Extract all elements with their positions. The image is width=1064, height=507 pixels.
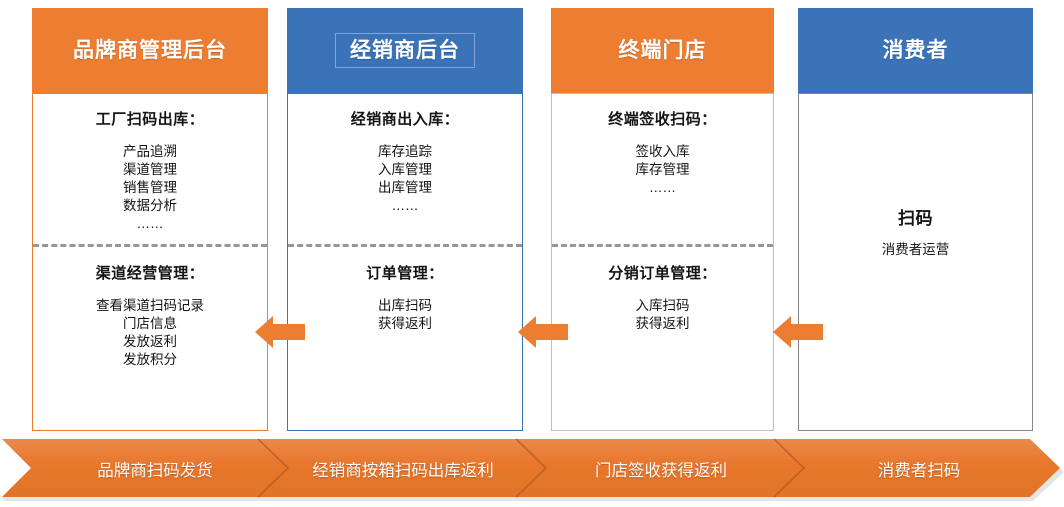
column-body-dealer-backend: 经销商出入库： 库存追踪 入库管理 出库管理 …… 订单管理： 出库扫码 获得返… bbox=[287, 93, 523, 431]
column-body-brand-admin: 工厂扫码出库： 产品追溯 渠道管理 销售管理 数据分析 …… 渠道经营管理： 查… bbox=[32, 93, 268, 431]
list-item: 入库管理 bbox=[378, 161, 432, 177]
list-item: …… bbox=[649, 179, 676, 195]
section-title: 订单管理： bbox=[366, 265, 444, 282]
section-title: 终端签收扫码： bbox=[608, 111, 717, 128]
section-divider bbox=[552, 244, 773, 247]
section-divider bbox=[33, 244, 267, 247]
section-list: 入库扫码 获得返利 bbox=[552, 297, 773, 333]
column-header-title: 品牌商管理后台 bbox=[73, 39, 227, 62]
list-item: 获得返利 bbox=[378, 315, 432, 331]
column-header-title: 经销商后台 bbox=[335, 33, 475, 68]
list-item: 查看渠道扫码记录 bbox=[96, 298, 204, 313]
section-divider bbox=[288, 244, 522, 247]
section-top: 终端签收扫码： 签收入库 库存管理 …… bbox=[552, 112, 773, 197]
list-item: 库存管理 bbox=[635, 161, 690, 177]
column-terminal-store: 终端门店 终端签收扫码： 签收入库 库存管理 …… 分销订单管理： 入库扫码 获… bbox=[551, 8, 774, 431]
section-top: 经销商出入库： 库存追踪 入库管理 出库管理 …… bbox=[288, 112, 522, 215]
section-title: 渠道经营管理： bbox=[95, 265, 205, 282]
list-item: 发放积分 bbox=[123, 351, 177, 367]
column-dealer-backend: 经销商后台 经销商出入库： 库存追踪 入库管理 出库管理 …… 订单管理： 出库… bbox=[287, 8, 523, 431]
section-title: 分销订单管理： bbox=[608, 265, 717, 282]
list-item: 入库扫码 bbox=[635, 298, 690, 313]
section-title: 经销商出入库： bbox=[350, 111, 460, 128]
column-body-consumer: 扫码 消费者运营 bbox=[798, 93, 1033, 431]
section-bottom: 分销订单管理： 入库扫码 获得返利 bbox=[552, 266, 773, 333]
section-list: 消费者运营 bbox=[799, 241, 1032, 259]
list-item: 获得返利 bbox=[635, 315, 690, 331]
column-body-terminal-store: 终端签收扫码： 签收入库 库存管理 …… 分销订单管理： 入库扫码 获得返利 bbox=[551, 93, 774, 431]
list-item: 签收入库 bbox=[635, 144, 690, 159]
section-bottom: 订单管理： 出库扫码 获得返利 bbox=[288, 266, 522, 333]
list-item: 发放返利 bbox=[123, 333, 177, 349]
section-list: 产品追溯 渠道管理 销售管理 数据分析 …… bbox=[33, 143, 267, 233]
section-title: 工厂扫码出库： bbox=[95, 111, 205, 128]
section-list: 签收入库 库存管理 …… bbox=[552, 143, 773, 197]
section-list: 查看渠道扫码记录 门店信息 发放返利 发放积分 bbox=[33, 297, 267, 369]
column-header-title: 终端门店 bbox=[618, 39, 707, 62]
list-item: 产品追溯 bbox=[123, 144, 177, 159]
list-item: 数据分析 bbox=[123, 197, 177, 213]
section-top: 工厂扫码出库： 产品追溯 渠道管理 销售管理 数据分析 …… bbox=[33, 112, 267, 233]
column-brand-admin: 品牌商管理后台 工厂扫码出库： 产品追溯 渠道管理 销售管理 数据分析 …… 渠… bbox=[32, 8, 268, 431]
list-item: 渠道管理 bbox=[123, 161, 177, 177]
section-bottom: 扫码 消费者运营 bbox=[799, 210, 1032, 259]
section-bottom: 渠道经营管理： 查看渠道扫码记录 门店信息 发放返利 发放积分 bbox=[33, 266, 267, 369]
arrow-consumer-to-store bbox=[773, 313, 823, 351]
column-header-brand-admin: 品牌商管理后台 bbox=[32, 8, 268, 108]
list-item: 库存追踪 bbox=[378, 144, 432, 159]
column-header-consumer: 消费者 bbox=[798, 8, 1033, 108]
list-item: 出库管理 bbox=[378, 179, 432, 195]
list-item: 销售管理 bbox=[123, 179, 177, 195]
list-item: 消费者运营 bbox=[881, 242, 950, 257]
column-header-title: 消费者 bbox=[882, 39, 949, 62]
arrow-dealer-to-brand bbox=[255, 313, 305, 351]
column-header-dealer-backend: 经销商后台 bbox=[287, 8, 523, 108]
list-item: 门店信息 bbox=[123, 315, 177, 331]
column-header-terminal-store: 终端门店 bbox=[551, 8, 774, 108]
column-consumer: 消费者 扫码 消费者运营 bbox=[798, 8, 1033, 431]
list-item: …… bbox=[136, 215, 164, 231]
arrow-store-to-dealer bbox=[518, 313, 568, 351]
section-title: 扫码 bbox=[898, 209, 933, 228]
section-list: 库存追踪 入库管理 出库管理 …… bbox=[288, 143, 522, 215]
list-item: …… bbox=[391, 197, 419, 213]
list-item: 出库扫码 bbox=[378, 298, 432, 313]
flow-bar bbox=[0, 437, 1064, 501]
section-list: 出库扫码 获得返利 bbox=[288, 297, 522, 333]
